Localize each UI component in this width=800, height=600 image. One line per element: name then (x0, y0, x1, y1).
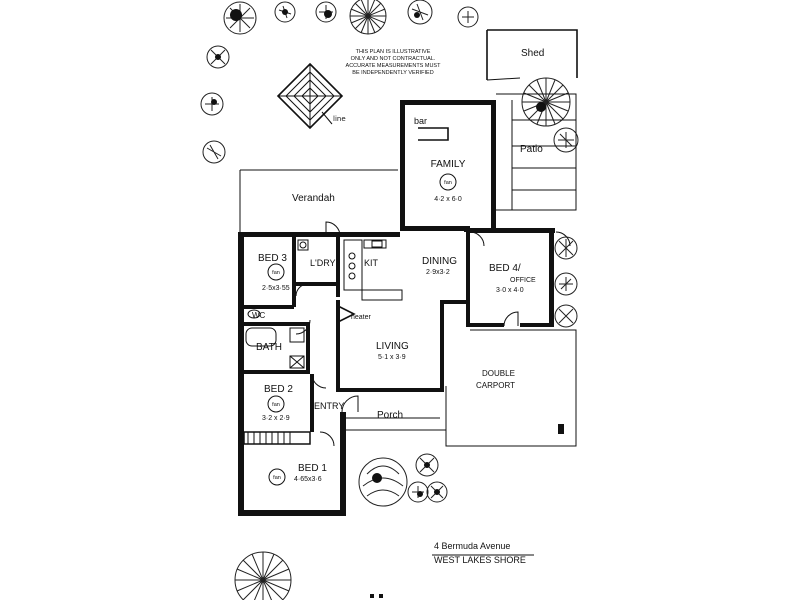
living-dimensions: 5·1 x 3·9 (378, 354, 406, 361)
porch-label: Porch (377, 410, 403, 421)
bed3-fan-label: fan (272, 270, 280, 276)
dining-label: DINING (422, 256, 457, 267)
compass-rose-icon (276, 62, 344, 130)
wc-label: WC (252, 311, 266, 320)
disclaimer-line-4: BE INDEPENDENTLY VERIFIED (352, 70, 433, 76)
bed1-label: BED 1 (298, 463, 327, 474)
bed2-dimensions: 3·2 x 2·9 (262, 415, 290, 422)
family-fan-label: fan (444, 180, 452, 186)
family-label: FAMILY (431, 159, 466, 170)
entry-label: ENTRY (314, 401, 344, 411)
disclaimer-line-1: THIS PLAN IS ILLUSTRATIVE (356, 49, 431, 55)
patio-label: Patio (520, 144, 543, 155)
bath-label: BATH (256, 342, 282, 353)
disclaimer-line-3: ACCURATE MEASUREMENTS MUST (346, 63, 442, 69)
address-line-1: 4 Bermuda Avenue (434, 541, 510, 551)
living-label: LIVING (376, 341, 409, 352)
page-bottom-marks (370, 594, 383, 598)
bed3-dimensions: 2·5x3·55 (262, 285, 290, 292)
outdoor-outlines (239, 29, 578, 447)
dining-dimensions: 2·9x3·2 (426, 269, 450, 276)
bar-label: bar (414, 116, 427, 126)
carport-label-line-1: DOUBLE (482, 369, 515, 378)
shed-label: Shed (521, 48, 544, 59)
family-dimensions: 4·2 x 6·0 (434, 196, 462, 203)
disclaimer: THIS PLAN IS ILLUSTRATIVE ONLY AND NOT C… (346, 49, 442, 76)
bed2-fan-label: fan (272, 402, 280, 408)
bed4-dimensions: 3·0 x 4·0 (496, 287, 524, 294)
laundry-label: L'DRY (310, 258, 336, 268)
address-line-2: WEST LAKES SHORE (434, 555, 526, 565)
bed1-fan-label: fan (273, 475, 281, 481)
fixtures (245, 127, 571, 486)
bed3-label: BED 3 (258, 253, 287, 264)
verandah-label: Verandah (292, 193, 335, 204)
room-labels: Shed bar FAMILY fan 4·2 x 6·0 Patio Vera… (252, 48, 544, 483)
bed4-sub-label: OFFICE (510, 277, 536, 284)
bed1-dimensions: 4·65x3·6 (294, 476, 322, 483)
bed4-label: BED 4/ (489, 263, 521, 274)
walls (238, 100, 555, 516)
address-block: 4 Bermuda Avenue WEST LAKES SHORE (432, 541, 534, 565)
landscape-trees (200, 0, 579, 600)
heater-label: heater (351, 314, 372, 321)
bed2-label: BED 2 (264, 384, 293, 395)
carport-label-line-2: CARPORT (476, 381, 515, 390)
disclaimer-line-2: ONLY AND NOT CONTRACTUAL. (351, 56, 436, 62)
kitchen-label: KIT (364, 258, 379, 268)
compass-label: line (333, 115, 346, 123)
